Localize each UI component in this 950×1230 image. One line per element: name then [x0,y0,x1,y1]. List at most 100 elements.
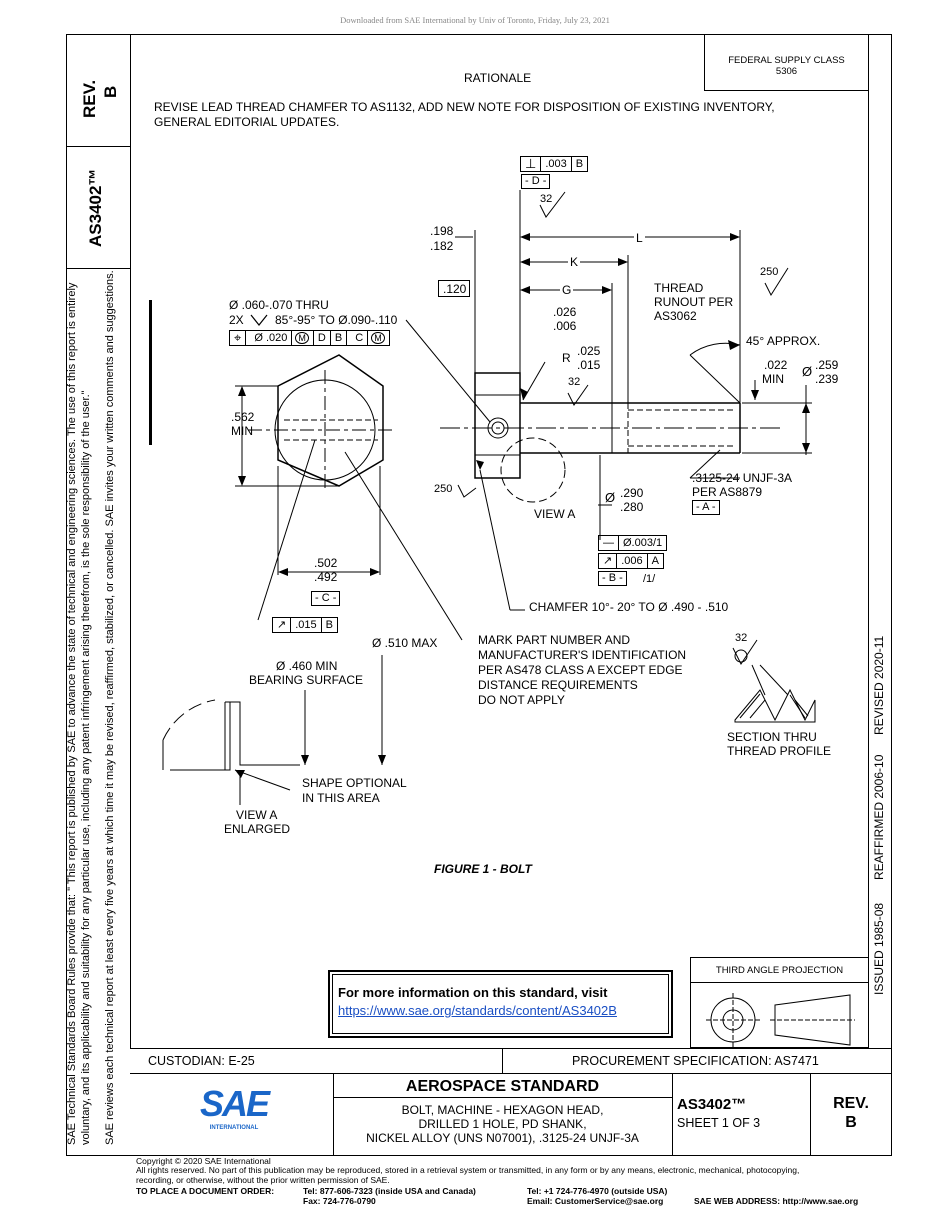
change-bar [149,300,152,445]
rationale-title: RATIONALE [464,71,532,85]
divider [672,1073,673,1156]
position-tolerance-cell: Ø .020 M [246,331,314,345]
projection-label: THIRD ANGLE PROJECTION [715,965,844,976]
bearing-surface: BEARING SURFACE [249,673,364,687]
divider [66,268,130,269]
view-a-label: VIEW A [534,507,576,521]
procurement-spec: PROCUREMENT SPECIFICATION: AS7471 [572,1054,819,1068]
dim-562-min: MIN [231,424,253,438]
standard-link[interactable]: https://www.sae.org/standards/content/AS… [338,1003,617,1018]
standard-type: AEROSPACE STANDARD [405,1078,600,1095]
mark-note-1: MARK PART NUMBER AND [478,633,631,647]
runout-tolerance-2: .015 [291,618,322,632]
position-tolerance: Ø .020 [250,331,293,345]
dim-290: .290 [620,486,644,500]
thread-spec-2: PER AS8879 [692,485,763,499]
divider [502,1048,503,1074]
mmc-modifier-icon: M [295,332,309,344]
rationale-text-2: GENERAL EDITORIAL UPDATES. [154,115,340,129]
dia-460-min: Ø .460 MIN [276,659,338,673]
runout-tolerance: .006 [617,554,648,568]
dim-280: .280 [620,500,644,514]
doc-number: AS3402™ [677,1096,747,1113]
runout-arrow-icon: ↗ [273,618,292,632]
rights-line-2: recording, or otherwise, without the pri… [136,1175,390,1185]
chamfer-note: CHAMFER 10°- 20° TO Ø .490 - .510 [529,600,729,614]
per-note-1: /1/ [643,573,656,585]
dia-510-max: Ø .510 MAX [372,636,438,650]
federal-supply-value: 5306 [775,66,798,77]
left-column-divider [130,34,131,1048]
hole-note-2b: 85°-95° TO Ø.090-.110 [275,313,398,327]
thread-runout-3: AS3062 [654,309,697,323]
dim-562: .562 [231,410,255,424]
tel-us: Tel: 877-606-7323 (inside USA and Canada… [303,1186,476,1196]
divider [333,1097,672,1098]
straightness-tolerance: Ø.003/1 [623,537,663,549]
straightness-icon: — [599,536,619,550]
email[interactable]: Email: CustomerService@sae.org [527,1196,664,1206]
info-box [328,970,673,1038]
runout-frame: ↗ .006 A [598,553,664,569]
datum-a: - A - [692,500,720,515]
dim-L: L [634,231,645,245]
divider [130,1073,892,1074]
order-label: TO PLACE A DOCUMENT ORDER: [136,1186,275,1196]
finish-250-right: 250 [760,266,779,278]
web-address[interactable]: SAE WEB ADDRESS: http://www.sae.org [694,1196,859,1206]
custodian: CUSTODIAN: E-25 [148,1054,255,1068]
runout-arrow-icon: ↗ [599,554,618,568]
position-frame: ⌖ Ø .020 M D B C M [229,330,390,346]
mark-note-2: MANUFACTURER'S IDENTIFICATION [478,648,687,662]
divider [130,1048,892,1049]
perp-tolerance: .003 [541,157,572,171]
datum-a-letter: A [702,501,709,513]
runout-frame-2: ↗ .015 B [272,617,338,633]
shape-optional-2: IN THIS AREA [302,791,380,805]
thread-runout-2: RUNOUT PER [654,295,734,309]
finish-32-mid: 32 [568,376,581,388]
position-datum-2: B [331,331,348,345]
datum-d-letter: D [531,175,540,187]
dim-006: .006 [553,319,577,333]
rev-label: REV. [833,1095,869,1112]
dim-022-min: MIN [762,372,784,386]
dim-239: .239 [815,372,839,386]
sae-logo-text: SAE [200,1083,270,1124]
info-text: For more information on this standard, v… [338,985,608,1000]
federal-supply-label: FEDERAL SUPPLY CLASS [728,55,845,66]
shape-optional-1: SHAPE OPTIONAL [302,776,407,790]
sae-logo: SAE INTERNATIONAL [200,1083,270,1136]
rev-value: B [845,1114,857,1131]
dim-198: .198 [430,224,454,238]
dim-022: .022 [764,358,788,372]
approx-45: 45° APPROX. [746,334,821,348]
figure-caption: FIGURE 1 - BOLT [434,862,532,876]
tel-intl: Tel: +1 724-776-4970 (outside USA) [527,1186,668,1196]
runout-datum: A [651,555,659,567]
dim-120: .120 [443,282,467,296]
finish-32-top: 32 [540,193,553,205]
sae-logo-sub: INTERNATIONAL [209,1125,259,1131]
section-label-2: THREAD PROFILE [727,744,832,758]
dim-015: .015 [577,358,601,372]
doc-title-3: NICKEL ALLOY (UNS N07001), .3125-24 UNJF… [366,1131,639,1145]
finish-32-section: 32 [735,632,748,644]
dim-K: K [568,255,581,269]
thread-spec-1: .3125-24 UNJF-3A [692,471,793,485]
datum-b: - B - [598,571,627,586]
doc-title-1: BOLT, MACHINE - HEXAGON HEAD, [401,1103,604,1117]
projection-box [690,957,869,1048]
mark-note-4: DISTANCE REQUIREMENTS [478,678,638,692]
dim-182: .182 [430,239,454,253]
perpendicularity-icon: ⊥ [521,157,542,171]
federal-supply-box [704,34,869,91]
datum-b-letter: B [608,572,617,584]
rights-line-1: All rights reserved. No part of this pub… [136,1165,800,1175]
datum-d: - D - [521,174,551,189]
datum-c: - C - [311,591,341,606]
doc-title-2: DRILLED 1 HOLE, PD SHANK, [418,1117,587,1131]
straightness-frame: — Ø.003/1 [598,535,668,551]
dim-492: .492 [314,570,338,584]
